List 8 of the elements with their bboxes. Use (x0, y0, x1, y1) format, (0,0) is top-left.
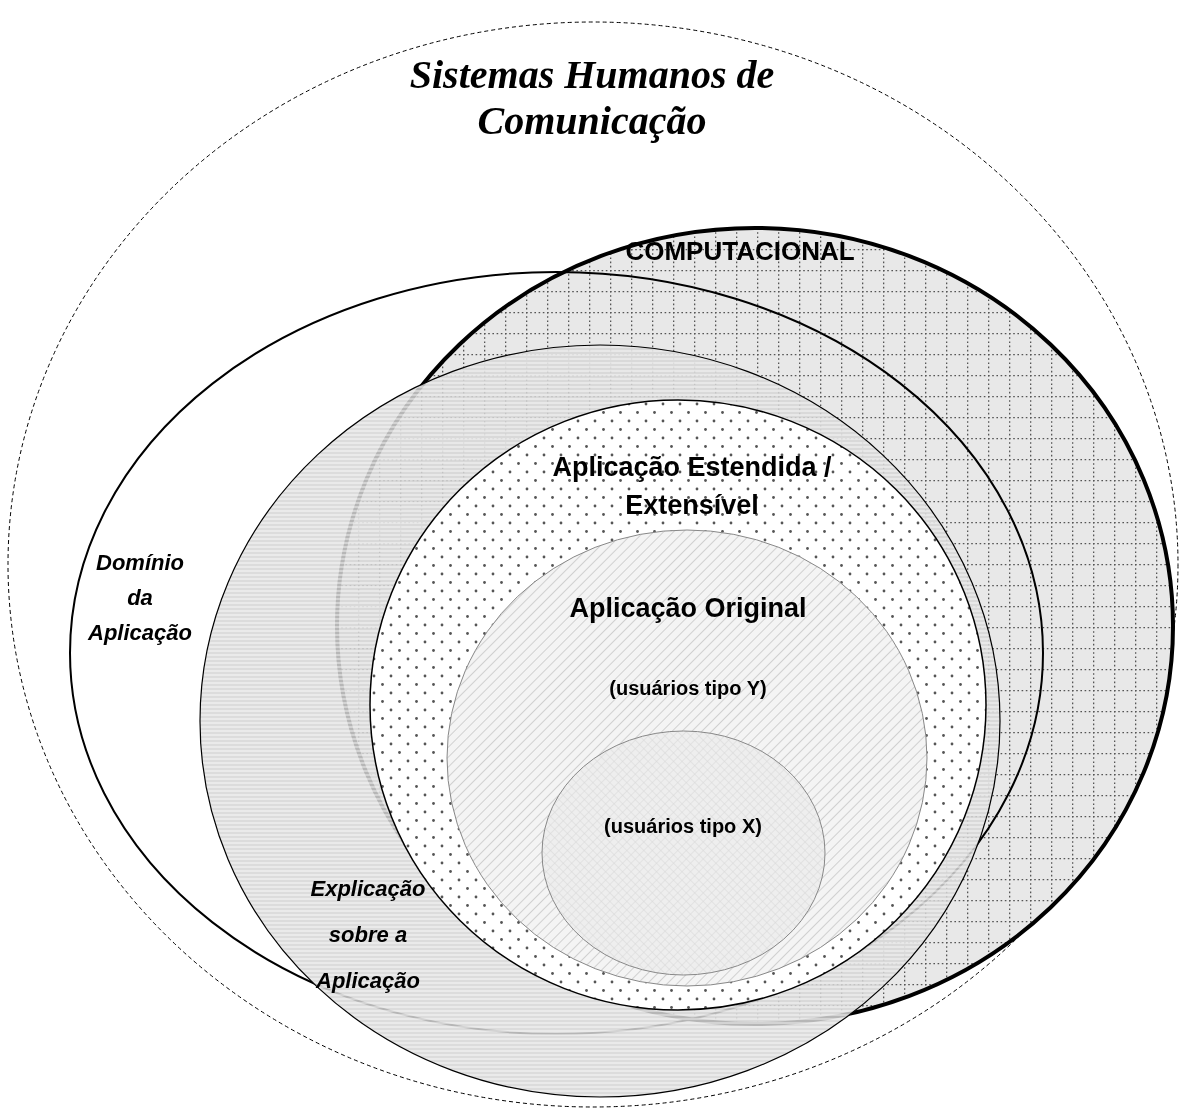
region-title: Sistemas Humanos de Comunicação (408, 52, 776, 144)
region-label: Domínio da Aplicação (86, 549, 193, 647)
region-label: COMPUTACIONAL (624, 236, 856, 267)
region-label: Aplicação Estendida / Extensível (551, 451, 833, 522)
region-label: (usuários tipo Y) (608, 676, 768, 700)
region-label: Explicação sobre a Aplicação (309, 875, 427, 995)
region-label: (usuários tipo X) (603, 814, 763, 838)
region-label: Aplicação Original (568, 592, 808, 624)
